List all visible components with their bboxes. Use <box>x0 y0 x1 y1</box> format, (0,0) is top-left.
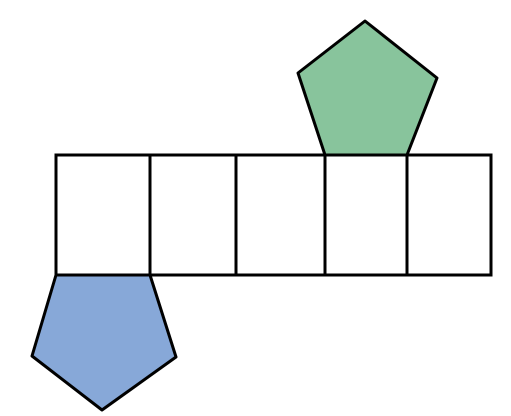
rectangle-face-2 <box>148 153 238 277</box>
rectangle-face-3 <box>234 153 327 277</box>
rectangle-face-5 <box>405 153 493 277</box>
rectangle-strip <box>54 153 493 277</box>
rectangle-face-4 <box>323 153 409 277</box>
rectangle-face-1 <box>54 153 152 277</box>
